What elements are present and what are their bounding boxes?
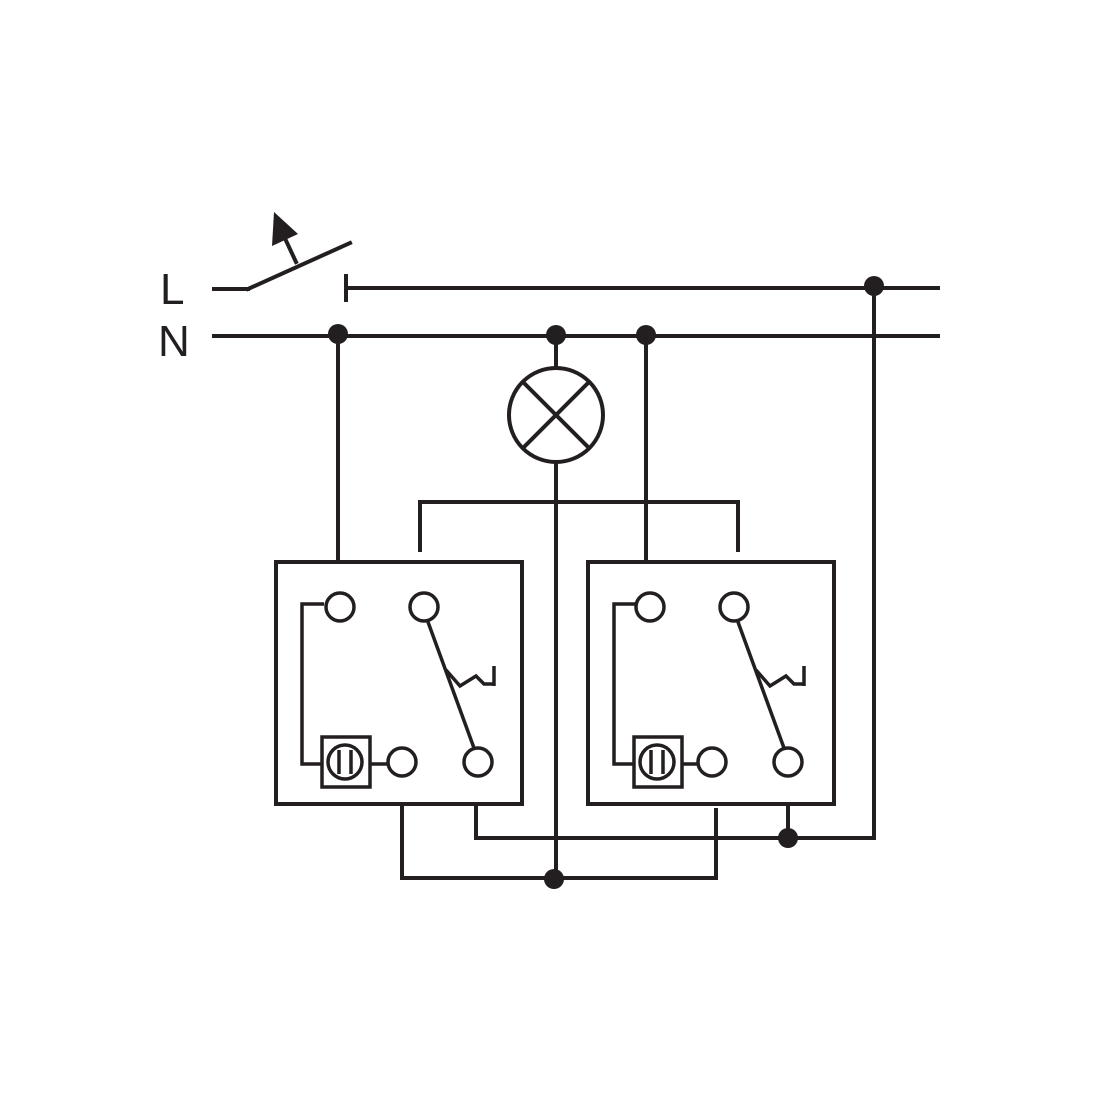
internal-wire: [612, 602, 636, 766]
switch-contact: [426, 621, 476, 749]
terminal: [772, 746, 804, 778]
indicator-icon: [320, 735, 372, 789]
arrow-icon: [272, 212, 298, 246]
switch-contact: [736, 621, 786, 749]
lamp-icon: [507, 366, 605, 464]
terminal: [324, 591, 356, 623]
indicator-icon: [632, 735, 684, 789]
wire-top-bridge: [418, 500, 740, 552]
line-label-n: N: [158, 317, 190, 366]
terminal: [462, 746, 494, 778]
spring-icon: [444, 668, 494, 689]
wire-bottom-l: [474, 802, 876, 840]
switch-icon: [272, 212, 299, 265]
line-label-l: L: [160, 265, 184, 314]
terminal: [696, 746, 728, 778]
terminal: [718, 591, 750, 623]
switch-unit-right: [586, 560, 836, 806]
wire-bottom-bridge: [400, 802, 718, 880]
terminal: [408, 591, 440, 623]
spring-icon: [754, 668, 804, 689]
junction-dot: [778, 828, 798, 848]
line-l-wire: [212, 240, 940, 302]
terminal: [386, 746, 418, 778]
terminal: [634, 591, 666, 623]
switch-unit-left: [274, 560, 524, 806]
internal-wire: [300, 602, 324, 766]
junction-dot: [544, 869, 564, 889]
